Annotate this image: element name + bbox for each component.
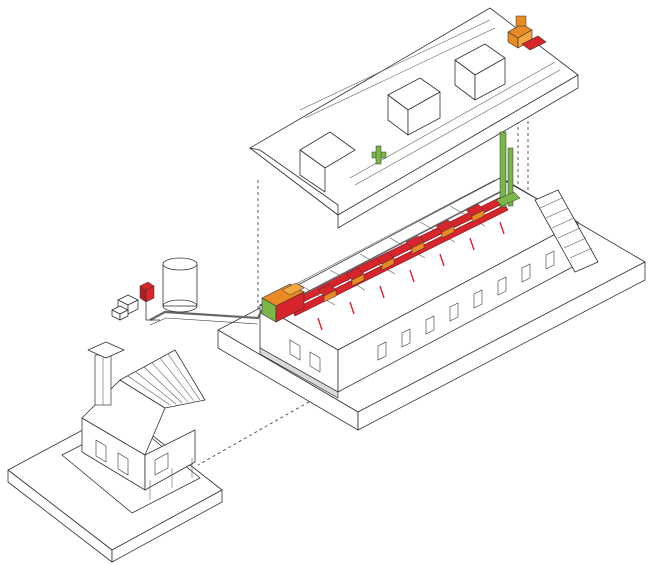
exterior-stair	[534, 189, 599, 273]
branch-unit	[375, 251, 395, 271]
chimney	[87, 341, 125, 406]
end-wall-windows	[289, 339, 321, 373]
ground-floor-barracks	[217, 177, 646, 431]
branch-unit	[435, 219, 455, 239]
upper-floor-vent-unit	[507, 15, 547, 51]
water-tank	[162, 257, 198, 313]
upper-floor-roof-cutaway	[249, 7, 579, 229]
upper-roof-window-strip	[299, 19, 561, 186]
porch-posts	[149, 458, 193, 500]
upper-floor-side-wall	[337, 74, 579, 229]
outbuilding-with-chimney	[7, 341, 223, 563]
site-slab-side	[357, 261, 646, 431]
outbuilding-side-wall	[144, 429, 196, 491]
upper-floor-green-fitting	[371, 145, 387, 165]
branch-unit	[345, 267, 365, 287]
distribution-pipe	[149, 309, 263, 326]
long-wall-windows	[377, 250, 555, 361]
branch-unit	[465, 203, 485, 223]
condenser-units	[111, 294, 139, 321]
guide-line-outbuilding	[197, 389, 331, 466]
air-handling-unit	[261, 282, 305, 323]
outbuilding-slab-side	[111, 489, 223, 563]
branch-unit	[317, 283, 337, 303]
upper-floor-room-partitions	[299, 43, 506, 193]
building-foundation	[259, 347, 339, 399]
boiler-and-water-tank	[111, 257, 198, 321]
branch-unit	[405, 235, 425, 255]
boiler-unit	[139, 281, 155, 303]
return-duct	[291, 204, 509, 317]
upper-floor-front-wall	[249, 147, 339, 216]
boiler-pipe	[145, 300, 160, 321]
outbuilding-windows	[95, 439, 169, 476]
outbuilding-roof-right	[119, 349, 206, 409]
ductwork-system	[149, 131, 521, 331]
diffuser-drops	[317, 221, 505, 331]
duct-branch-units	[317, 203, 485, 303]
gray-trunk	[299, 191, 501, 297]
roof-seams	[127, 353, 201, 406]
exhaust-stack	[495, 131, 521, 208]
